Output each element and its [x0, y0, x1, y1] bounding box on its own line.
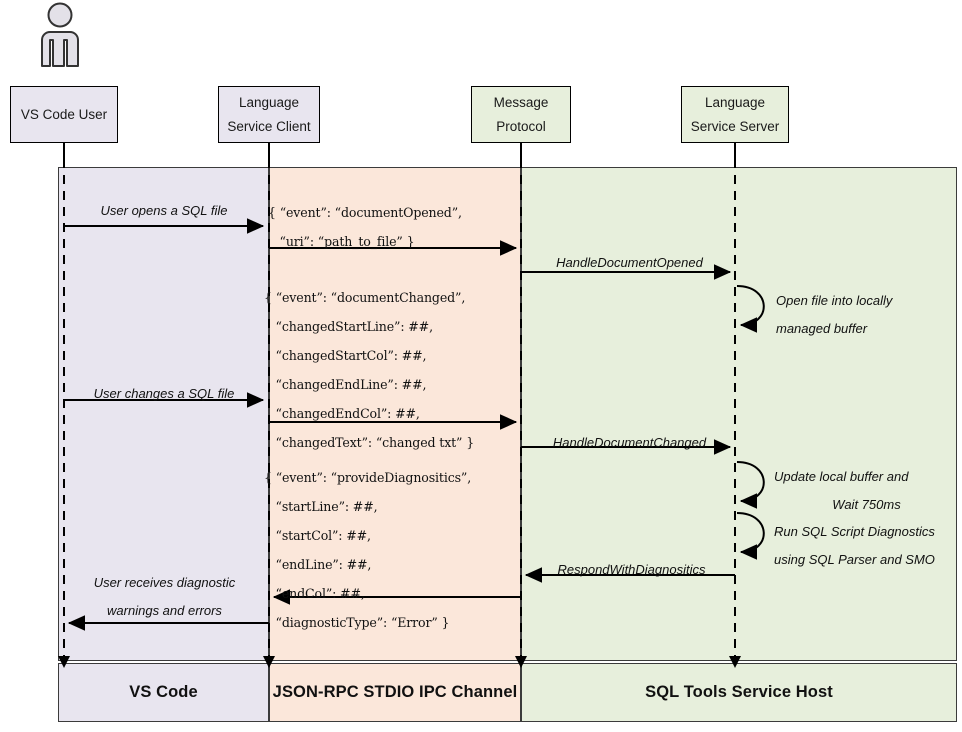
participant-label-line2: Service Client: [227, 118, 311, 134]
label-user-opens-sql-file: User opens a SQL file: [100, 203, 228, 218]
footer-label: JSON-RPC STDIO IPC Channel: [272, 683, 518, 701]
participant-label-line1: Language: [704, 94, 766, 110]
label-respond-with-diagnostics: RespondWithDiagnositics: [557, 562, 706, 577]
selfaction-update-wait-line1: Update local buffer and: [774, 469, 909, 484]
footer-label: SQL Tools Service Host: [645, 683, 833, 701]
footer-jsonrpc-channel: JSON-RPC STDIO IPC Channel: [269, 663, 521, 722]
json-document-opened: { “event”: “documentOpened”, “uri”: “pat…: [268, 205, 462, 249]
footer-vs-code: VS Code: [58, 663, 269, 722]
footer-sql-tools-service-host: SQL Tools Service Host: [521, 663, 957, 722]
json-provide-diagnostics: { “event”: “provideDiagnositics”, “start…: [264, 470, 472, 630]
participant-label-line1: Message: [493, 94, 549, 110]
selfaction-open-buffer-line2: managed buffer: [776, 321, 868, 336]
participant-language-service-client[interactable]: Language Service Client: [218, 86, 320, 143]
label-user-receives-line1: User receives diagnostic: [93, 575, 236, 590]
band-ipc: [269, 167, 521, 661]
participant-label-line1: Language: [238, 94, 300, 110]
label-user-changes-sql-file: User changes a SQL file: [93, 386, 235, 401]
json-document-changed: { “event”: “documentChanged”, “changedSt…: [264, 290, 475, 450]
selfaction-run-diagnostics-line2: using SQL Parser and SMO: [774, 552, 935, 567]
participant-label-line1: VS Code User: [20, 106, 108, 122]
participant-label-line2: Service Server: [690, 118, 780, 134]
participant-language-service-server[interactable]: Language Service Server: [681, 86, 789, 143]
label-user-receives-line2: warnings and errors: [107, 603, 222, 618]
participant-vs-code-user[interactable]: VS Code User: [10, 86, 118, 143]
band-service-host: [521, 167, 957, 661]
selfaction-update-wait-line2: Wait 750ms: [832, 497, 901, 512]
footer-label: VS Code: [129, 683, 198, 701]
label-handle-document-changed: HandleDocumentChanged: [552, 435, 707, 450]
label-handle-document-opened: HandleDocumentOpened: [556, 255, 703, 270]
participant-message-protocol[interactable]: Message Protocol: [471, 86, 571, 143]
participant-label-line2: Protocol: [496, 118, 546, 134]
band-vscode: [58, 167, 269, 661]
selfaction-open-buffer-line1: Open file into locally: [776, 293, 893, 308]
selfaction-run-diagnostics-line1: Run SQL Script Diagnostics: [774, 524, 935, 539]
person-icon: [41, 2, 79, 67]
